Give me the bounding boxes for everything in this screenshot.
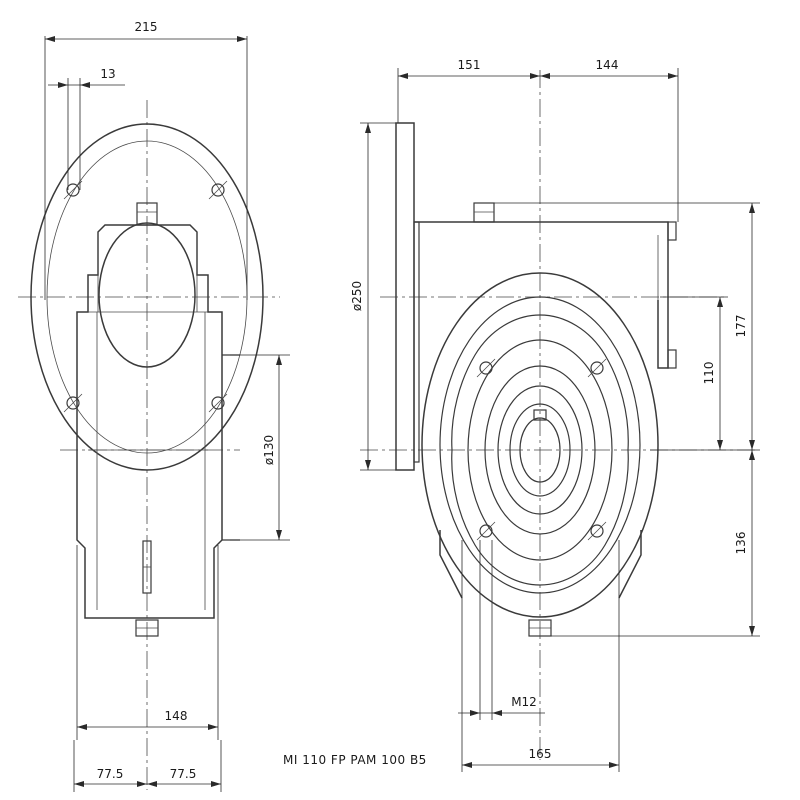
dim-left-length: 151 bbox=[458, 58, 481, 72]
dim-body-width: 148 bbox=[165, 709, 188, 723]
dim-bottom-height: 136 bbox=[734, 532, 748, 555]
left-worm-wheel bbox=[98, 222, 196, 368]
right-bolt-hole bbox=[479, 524, 493, 538]
right-top-housing bbox=[414, 221, 669, 369]
dim-half-width-right: 77.5 bbox=[170, 767, 197, 781]
left-bolt-holes bbox=[63, 180, 228, 413]
dim-half-width-left: 77.5 bbox=[97, 767, 124, 781]
left-flange-outer bbox=[30, 123, 264, 471]
left-bolt-hole bbox=[211, 396, 225, 410]
left-top-plug bbox=[136, 202, 158, 226]
right-main-casing bbox=[421, 272, 659, 618]
left-bolt-hole bbox=[66, 183, 80, 197]
dim-center-height: 110 bbox=[702, 362, 716, 385]
model-caption: MI 110 FP PAM 100 B5 bbox=[283, 753, 427, 767]
right-bolt-hole bbox=[590, 361, 604, 375]
dim-overall-width: 215 bbox=[135, 20, 158, 34]
right-bolt-hole bbox=[479, 361, 493, 375]
dim-flange-130: ø130 bbox=[262, 435, 276, 465]
dim-right-length: 144 bbox=[596, 58, 619, 72]
right-key bbox=[533, 409, 547, 421]
dim-flange-250: ø250 bbox=[350, 281, 364, 311]
right-bolt-holes bbox=[476, 358, 607, 541]
left-dimensions: 215 13 ø130 148 77.5 77.5 bbox=[44, 20, 290, 792]
dim-bolt-spacing: 165 bbox=[529, 747, 552, 761]
left-bolt-hole bbox=[211, 183, 225, 197]
dim-top-height: 177 bbox=[734, 315, 748, 338]
right-flange-plate bbox=[395, 122, 415, 471]
right-bolt-hole bbox=[590, 524, 604, 538]
left-gearbox-body bbox=[76, 224, 223, 619]
right-bolt-circle bbox=[439, 296, 641, 594]
dim-thread: M12 bbox=[511, 695, 537, 709]
left-bolt-hole bbox=[66, 396, 80, 410]
right-inner-ring bbox=[451, 314, 629, 586]
right-view bbox=[360, 70, 755, 760]
left-view bbox=[18, 100, 280, 790]
right-top-plug bbox=[473, 202, 495, 223]
right-dimensions: 151 144 ø250 110 177 136 M12 bbox=[350, 58, 760, 772]
dim-hole-offset: 13 bbox=[100, 67, 115, 81]
